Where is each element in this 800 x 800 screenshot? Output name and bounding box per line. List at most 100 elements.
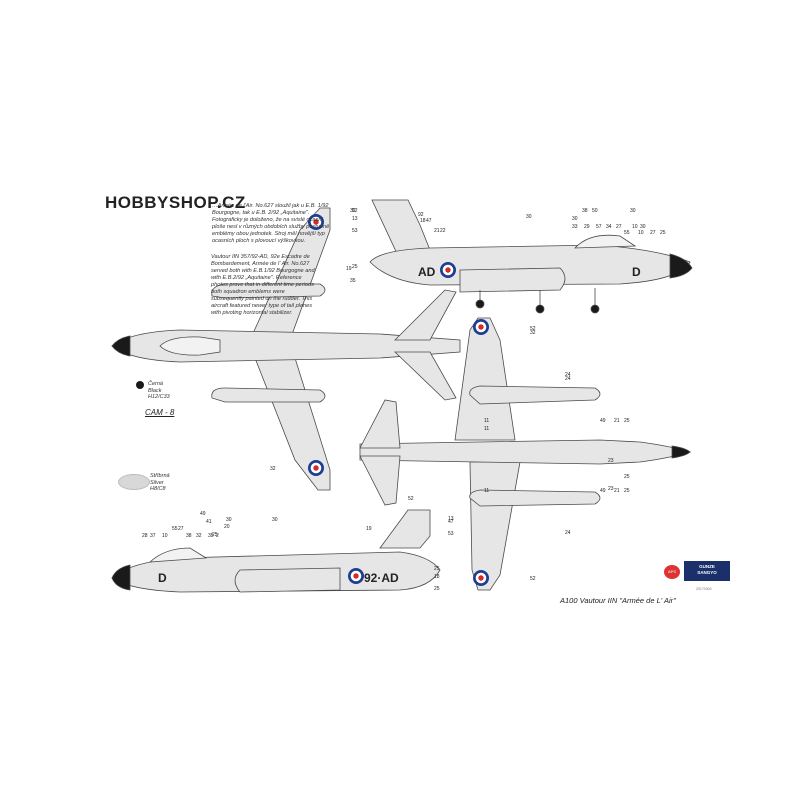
callout-top_side-7: 30 [526,214,532,220]
callout-bottom_side-14: 32 [196,533,202,539]
callout-top_side-21: 27 [650,230,656,236]
callout-top_side-24: 25 [352,264,358,270]
callout-planform-0: 32 [350,208,356,214]
underside-tail-upper [359,399,401,449]
color-label-black: Černá Black H12/C33 [148,381,170,400]
gunze-sangyo-logo: GUNZE SANGYO [684,561,730,581]
callout-underside-1: 11 [484,418,489,424]
underside-fuselage [359,439,692,465]
side-nose-lower [111,564,131,591]
callout-bottom_side-5: 52 [408,496,414,502]
callout-underside-8: 21 [614,488,620,494]
callout-bottom_side-12: 27 [178,526,184,532]
callout-top_side-1: 13 [352,216,358,222]
underside-view [359,317,692,591]
callout-top_side-3: 18 [420,218,426,224]
callout-bottom_side-2: 53 [448,531,454,537]
callout-bottom_side-6: 49 [200,511,206,517]
callout-underside-13: 25 [624,474,630,480]
callout-top_side-23: 19 [346,266,352,272]
underside-nacelle-upper [469,385,601,405]
french-roundel-icon [473,570,489,586]
fuselage-code-right: 92·AD [364,571,399,585]
side-canopy-upper [574,234,637,249]
underside-tail-lower [359,455,401,506]
callout-top_side-19: 55 [624,230,630,236]
planform-nacelle-lower [211,387,326,403]
callout-top_side-10: 30 [630,208,636,214]
side-canopy-lower [148,547,208,563]
description-czech: …Armée de l'Air. No.627 sloužil jak u E.… [212,203,330,244]
nose-letter-left: D [632,265,641,279]
callout-underside-4: 21 [614,418,620,424]
callout-top_side-0: 52 [352,208,358,214]
callout-bottom_side-3: 13 [448,516,454,522]
callout-top_side-20: 10 [638,230,644,236]
callout-bottom_side-22: 25 [434,586,440,592]
underside-wing-lower [469,461,521,591]
callout-top_side-12: 33 [572,224,578,230]
callout-bottom_side-20: 25 [434,566,440,572]
callout-top_side-17: 10 [632,224,638,230]
callout-top_side-2: 53 [352,228,358,234]
side-fin-upper [371,199,431,261]
camo-label: CAM - 8 [145,408,175,417]
callout-underside-10: 24 [565,530,571,536]
callout-underside-0: 24 [565,376,571,382]
callout-top_side-8: 38 [582,208,588,214]
underside-nacelle-lower [469,489,601,507]
callout-top_side-11: 30 [572,216,578,222]
callout-top_side-14: 57 [596,224,602,230]
callout-bottom_side-15: 35 [208,533,214,539]
callout-bottom_side-13: 38 [186,533,192,539]
callout-underside-6: 11 [484,488,489,494]
callout-underside-5: 25 [624,418,630,424]
side-fin-lower [379,509,431,549]
french-roundel-icon [308,214,324,230]
side-engine-pod-upper [459,267,566,293]
callout-top_side-13: 29 [584,224,590,230]
side-view-right [111,509,441,593]
callout-bottom_side-7: 41 [206,519,212,525]
color-label-silver: Stříbrná Silver H8/C8 [150,473,170,492]
french-roundel-icon [348,568,364,584]
callout-top_side-15: 34 [606,224,612,230]
sheet-caption: A100 Vautour IIN "Armée de L' Air" [560,596,676,605]
side-engine-pod-lower [234,567,341,593]
callout-bottom_side-18: 10 [162,533,168,539]
french-roundel-icon [440,262,456,278]
underside-nose [671,445,691,459]
callout-top_side-16: 27 [616,224,622,230]
color-swatch-black [136,381,144,389]
planform-tailplane-lower [394,351,457,401]
callout-bottom_side-11: 55 [172,526,178,532]
callout-bottom_side-4: 47 [448,519,454,525]
callout-bottom_side-19: 2 [216,533,219,539]
callout-top_side-5: 21 [434,228,440,234]
callout-underside-12: 23 [608,486,614,492]
callout-bottom_side-17: 37 [150,533,156,539]
side-nose-upper [669,253,693,279]
callout-top_side-22: 25 [660,230,666,236]
planform-nacelle-upper [211,283,326,299]
callout-bottom_side-16: 28 [142,533,148,539]
callout-top_side-18: 30 [640,224,646,230]
callout-underside-17: 32 [530,330,536,336]
callout-bottom_side-1: 19 [366,526,372,532]
callout-underside-16: 24 [565,372,571,378]
planform-nose-black [111,335,131,357]
callout-underside-7: 49 [600,488,606,494]
color-swatch-silver [118,474,150,490]
callout-underside-11: 23 [608,458,614,464]
callout-planform-1: 32 [270,466,276,472]
small-code: 20170304 [696,587,712,591]
planform-canopy [159,336,221,356]
callout-underside-3: 49 [600,418,606,424]
underside-wing-upper [454,317,516,441]
callout-bottom_side-0: 30 [272,517,278,523]
callout-underside-15: 52 [530,576,536,582]
french-roundel-icon [308,460,324,476]
callout-underside-2: 11 [484,426,489,432]
